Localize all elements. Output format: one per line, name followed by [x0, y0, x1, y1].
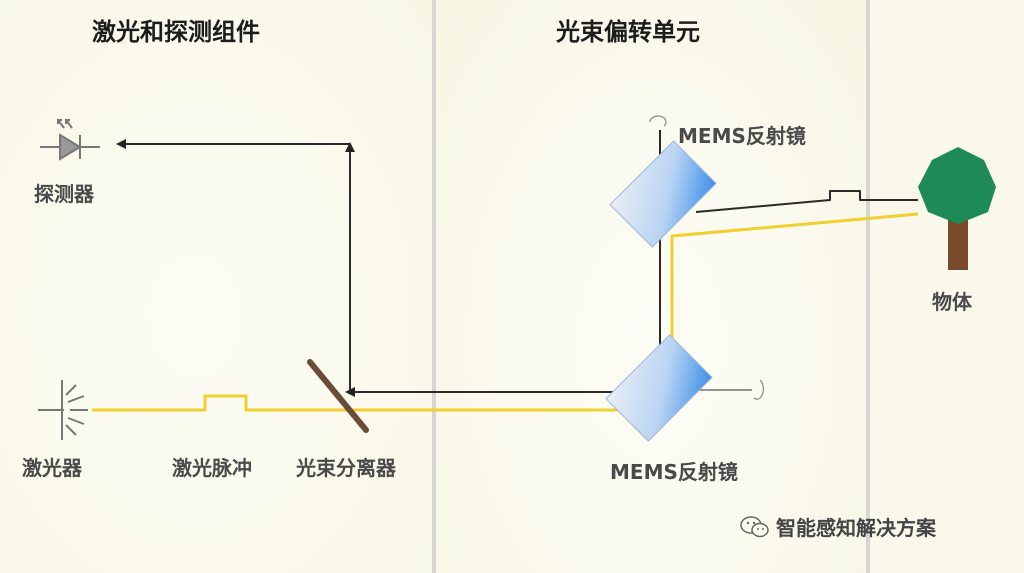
- object-panel: [870, 0, 1024, 573]
- rotation-arrow-bottom-icon: [753, 379, 764, 400]
- label-mems-mirror-bottom: MEMS反射镜: [610, 460, 738, 484]
- laser-detector-panel: [0, 0, 432, 573]
- tree-trunk: [948, 215, 968, 270]
- divider-left: [432, 0, 436, 573]
- mems-mirror-top: [609, 140, 717, 248]
- label-mems-mirror-top: MEMS反射镜: [678, 124, 806, 148]
- tree-canopy: [918, 147, 996, 224]
- return-beam: [116, 130, 918, 397]
- rotation-arrow-top-icon: [649, 115, 667, 127]
- mems-mirror-bottom: [605, 334, 713, 442]
- wechat-icon: [740, 515, 769, 537]
- label-detector: 探测器: [34, 182, 94, 206]
- label-laser: 激光器: [22, 456, 82, 480]
- laser-icon: [38, 380, 88, 440]
- laser-beam: [92, 212, 919, 412]
- label-object: 物体: [932, 290, 972, 314]
- watermark-text: 智能感知解决方案: [776, 516, 936, 540]
- watermark: 智能感知解决方案: [740, 512, 936, 541]
- beam-splitter: [307, 359, 369, 433]
- section-title-beam-deflection: 光束偏转单元: [556, 18, 700, 46]
- divider-right: [866, 0, 870, 573]
- section-title-laser-detector: 激光和探测组件: [92, 18, 260, 46]
- label-laser-pulse: 激光脉冲: [172, 456, 252, 480]
- detector-icon: [40, 119, 100, 161]
- beam-deflection-panel: [436, 0, 866, 573]
- label-beam-splitter: 光束分离器: [296, 456, 396, 480]
